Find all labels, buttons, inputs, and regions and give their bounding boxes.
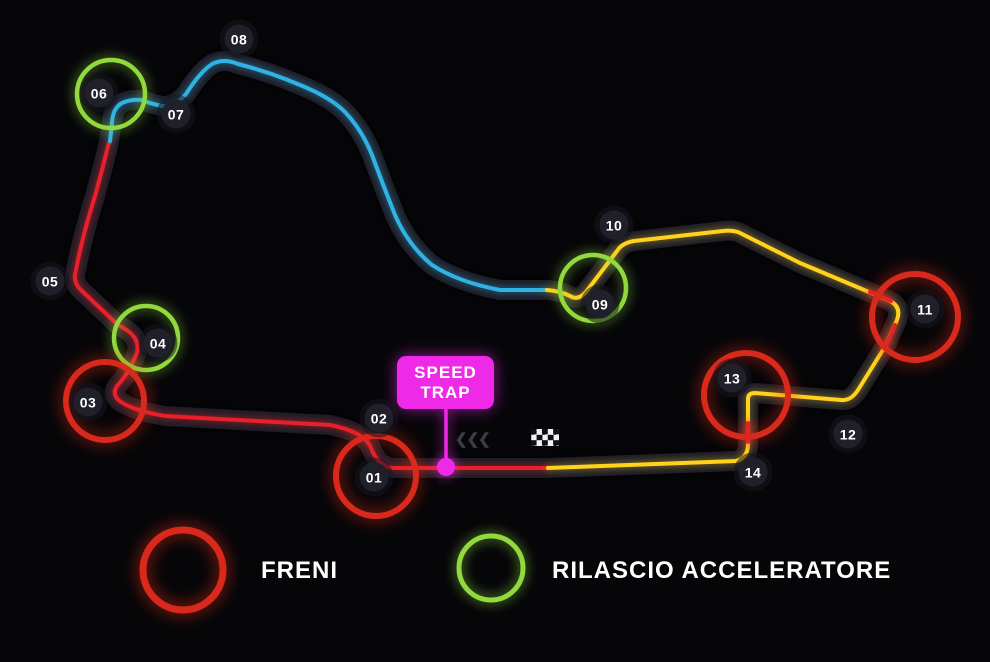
turn-marker-03: 03	[73, 387, 103, 417]
speed-trap-label: SPEED TRAP	[397, 356, 494, 409]
turn-marker-04: 04	[143, 328, 173, 358]
lift-zone-circle-turn-04	[111, 303, 181, 373]
turn-marker-06: 06	[84, 78, 114, 108]
turn-marker-05: 05	[35, 266, 65, 296]
lift-zone-circle-turn-09	[557, 252, 629, 324]
turn-marker-07: 07	[161, 99, 191, 129]
turn-marker-09: 09	[585, 289, 615, 319]
checkered-flag-icon	[531, 429, 559, 446]
brake-zone-circle-turn-01	[333, 433, 419, 519]
speed-trap-line2: TRAP	[420, 382, 471, 402]
turn-marker-13: 13	[717, 363, 747, 393]
legend-lift-label: RILASCIO ACCELERATORE	[552, 557, 892, 584]
brake-patch-turn-11-exit	[883, 323, 897, 350]
turn-marker-14: 14	[738, 457, 768, 487]
legend-brake-label: FRENI	[261, 557, 338, 584]
turn-marker-08: 08	[224, 24, 254, 54]
direction-chevrons-icon: ❮❮❮	[455, 431, 491, 448]
brake-zone-circle-turn-11	[869, 271, 961, 363]
turn-marker-12: 12	[833, 419, 863, 449]
track-sector-cyan	[108, 59, 549, 292]
turn-marker-02: 02	[364, 403, 394, 433]
legend-lift-circle	[456, 533, 526, 603]
legend-brake-circle	[139, 526, 227, 614]
speed-trap-dot	[437, 458, 455, 476]
lift-zone-circle-turn-06	[74, 57, 148, 131]
brake-zone-circle-turn-13	[701, 350, 791, 440]
speed-trap-line1: SPEED	[414, 363, 477, 383]
turn-marker-01: 01	[359, 462, 389, 492]
turn-marker-11: 11	[910, 294, 940, 324]
brake-zone-circle-turn-03	[63, 359, 147, 443]
turn-marker-10: 10	[599, 210, 629, 240]
